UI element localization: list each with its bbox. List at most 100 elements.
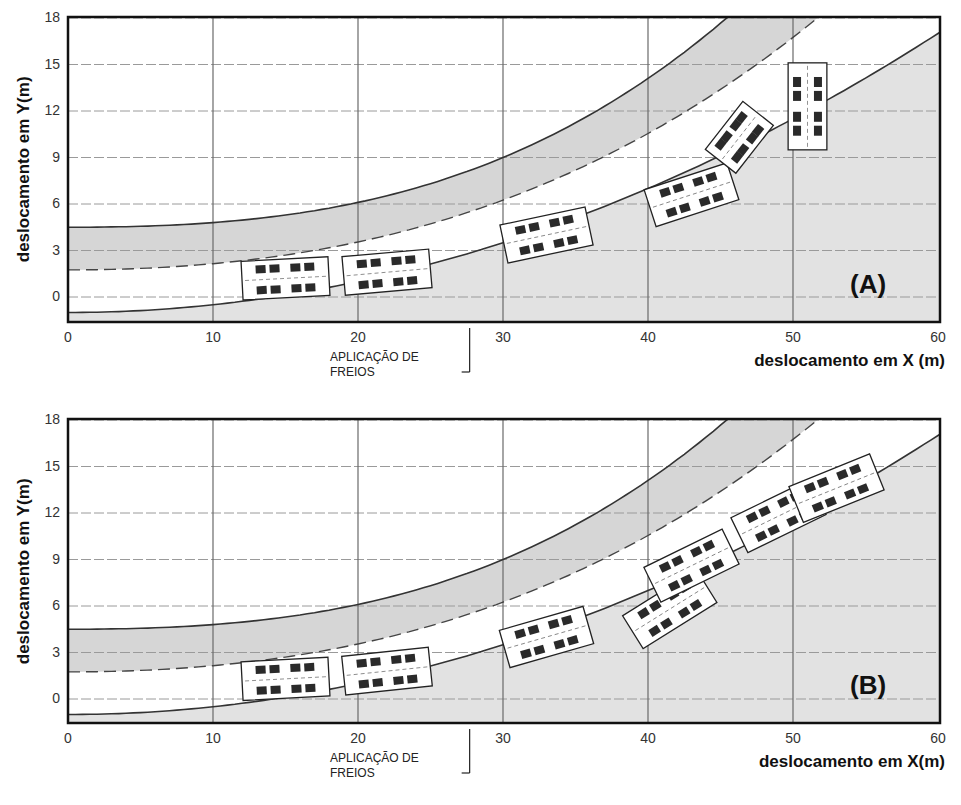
wheel	[255, 665, 265, 674]
tick-label: 50	[785, 330, 801, 345]
annotation: APLICAÇÃO DE FREIOS	[330, 751, 422, 781]
wheel	[407, 276, 418, 285]
car	[705, 101, 773, 173]
wheel	[712, 559, 724, 571]
wheel	[257, 286, 267, 295]
tick-label: 40	[640, 330, 656, 345]
wheel	[528, 222, 539, 232]
tick-label: 6	[52, 196, 60, 211]
tick-label: 60	[930, 330, 946, 345]
wheel	[752, 124, 764, 137]
wheel	[699, 565, 711, 577]
axis-title: deslocamento em Y(m)	[15, 478, 34, 664]
grid-line	[68, 466, 940, 467]
wheel	[567, 235, 578, 245]
wheel	[514, 628, 526, 638]
grid-line	[792, 419, 793, 723]
tick-label: 0	[52, 289, 60, 304]
wheel	[703, 540, 715, 552]
wheel	[356, 659, 367, 668]
plot-frame	[68, 419, 940, 723]
wheel	[746, 512, 758, 524]
grid-line	[647, 17, 648, 322]
leader-line	[469, 729, 470, 773]
wheel	[836, 469, 848, 480]
wheel	[305, 283, 315, 292]
grid-line	[68, 204, 940, 205]
wheel	[257, 686, 267, 695]
wheel	[755, 530, 767, 542]
tick-label: 40	[640, 731, 656, 746]
wheel	[533, 242, 544, 252]
wheel	[817, 477, 829, 488]
wheel	[786, 515, 798, 527]
wheel	[648, 625, 661, 637]
road-edge	[68, 17, 940, 227]
road-edge	[68, 17, 940, 312]
wheel	[758, 505, 770, 517]
wheel	[548, 619, 560, 629]
axis-title: deslocamento em X (m)	[754, 352, 945, 371]
wheel	[699, 196, 711, 207]
tick-label: 9	[52, 552, 60, 567]
tick-label: 60	[930, 731, 946, 746]
wheel	[672, 183, 684, 194]
grid-line	[68, 250, 940, 251]
wheel	[562, 215, 573, 225]
tick-label: 6	[52, 598, 60, 613]
annotation: APLICAÇÃO DE FREIOS	[330, 350, 422, 380]
wheel	[679, 203, 691, 214]
plot-area	[68, 17, 940, 322]
wheel	[358, 280, 369, 289]
wheel	[554, 639, 566, 649]
axis-title: deslocamento em Y(m)	[15, 77, 34, 263]
wheel	[690, 599, 703, 611]
wheel	[549, 218, 560, 228]
wheel	[405, 654, 416, 663]
car	[500, 207, 593, 263]
wheel	[290, 263, 300, 272]
grid-line	[68, 297, 940, 298]
tick-label: 0	[64, 330, 72, 345]
wheel	[712, 192, 724, 203]
wheel	[356, 259, 367, 268]
wheel	[304, 262, 314, 271]
wheel	[637, 607, 650, 619]
tick-label: 20	[350, 731, 366, 746]
wheel	[668, 580, 680, 592]
panel-label: (A)	[850, 270, 886, 299]
wheel	[567, 635, 579, 645]
car	[644, 163, 739, 227]
grid-line	[502, 419, 503, 723]
tick-label: 10	[205, 731, 221, 746]
wheel	[291, 684, 301, 693]
wheel	[804, 482, 816, 493]
car	[644, 529, 739, 602]
road-edge	[68, 419, 940, 715]
tick-label: 30	[495, 330, 511, 345]
wheel	[370, 657, 381, 666]
wheel	[269, 665, 279, 674]
wheel	[405, 255, 416, 264]
grid-line	[212, 419, 213, 723]
wheel	[666, 207, 678, 218]
wheel	[370, 258, 381, 267]
car	[342, 647, 433, 695]
wheel	[533, 645, 545, 655]
tick-label: 0	[64, 731, 72, 746]
wheel	[372, 678, 383, 687]
wheel	[793, 77, 801, 87]
wheel	[857, 483, 869, 494]
wheel	[519, 245, 530, 255]
tick-label: 15	[44, 459, 60, 474]
grid-line	[68, 699, 940, 700]
wheel	[825, 496, 837, 507]
wheel	[793, 112, 801, 122]
wheel	[814, 91, 822, 101]
car	[241, 257, 330, 300]
wheel	[678, 606, 691, 618]
car	[499, 606, 593, 667]
plot-area	[68, 419, 940, 723]
tick-label: 18	[44, 412, 60, 427]
